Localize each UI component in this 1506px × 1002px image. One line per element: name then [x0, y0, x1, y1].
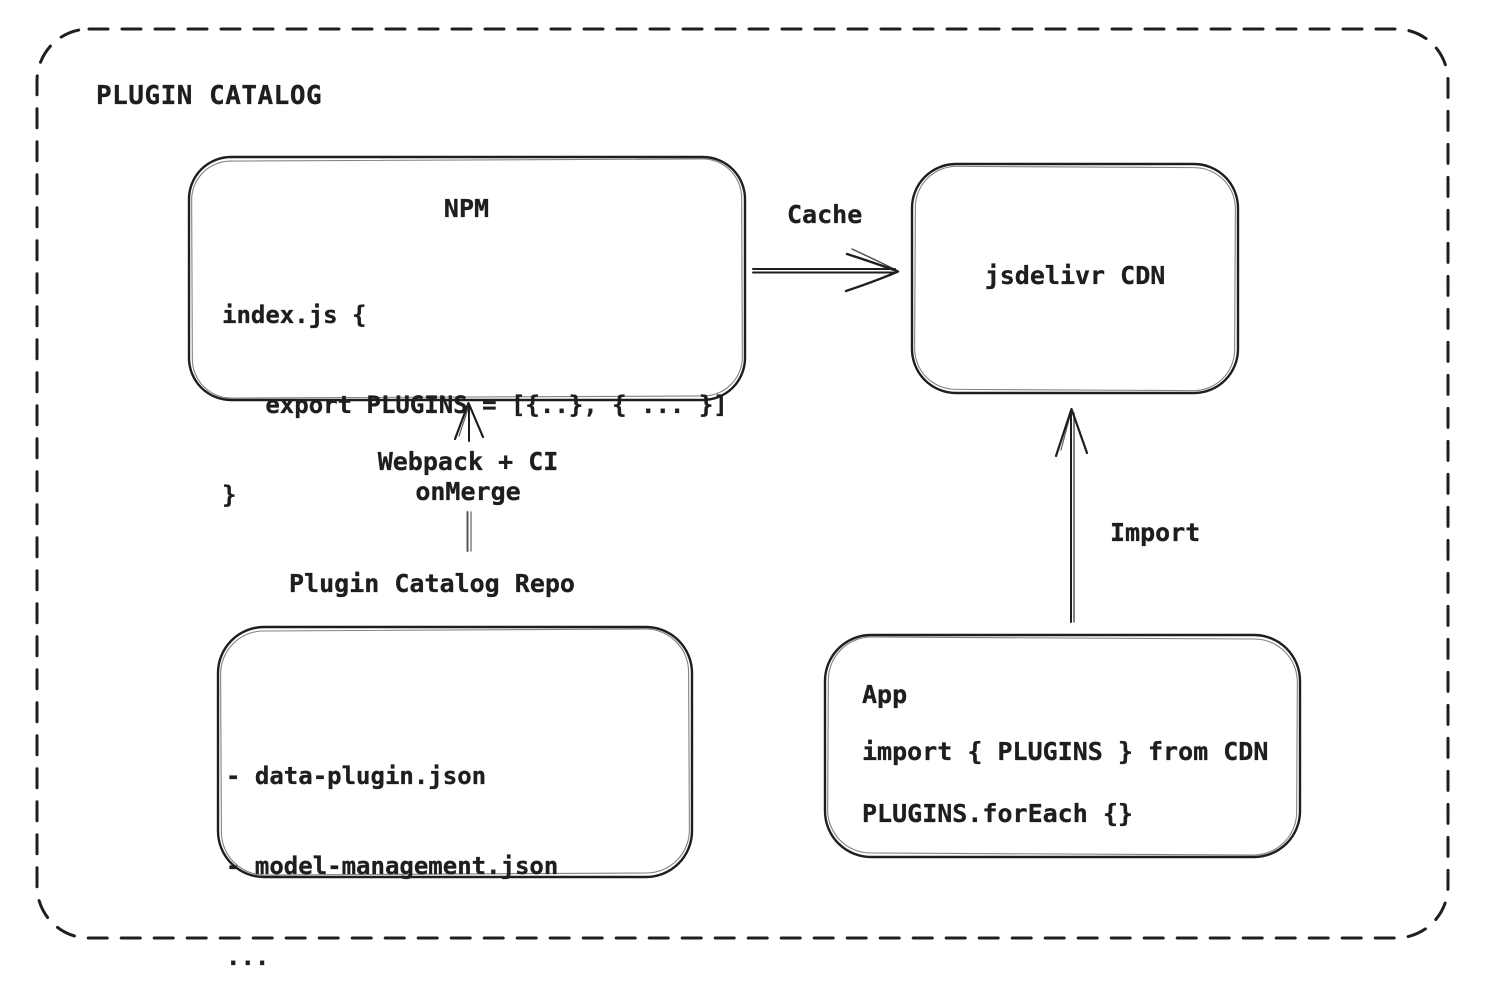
build-arrow — [453, 401, 485, 552]
build-arrow-head — [453, 401, 485, 441]
repo-file-item: - data-plugin.json — [226, 761, 487, 790]
import-arrow — [1054, 407, 1089, 623]
import-arrow-head — [1054, 407, 1089, 458]
diagram-title: PLUGIN CATALOG — [96, 81, 323, 111]
npm-node-title: NPM — [443, 194, 490, 223]
npm-code-line: index.js { — [222, 300, 367, 329]
app-code-line: import { PLUGINS } from CDN — [862, 737, 1269, 766]
npm-box-outline — [187, 155, 747, 402]
npm-code-block: index.js { export PLUGINS = [{..}, { ...… — [222, 243, 728, 571]
repo-box-outline — [216, 625, 694, 879]
app-node-title: App — [862, 680, 908, 709]
repo-file-list: - data-plugin.json - model-management.js… — [226, 704, 559, 1002]
build-edge-label-line2: onMerge — [415, 477, 521, 506]
app-code-line: PLUGINS.forEach {} — [862, 799, 1133, 828]
cdn-node-label: jsdelivr CDN — [984, 261, 1166, 290]
import-arrow-head-sketch — [1060, 411, 1072, 451]
plugin-catalog-boundary — [35, 27, 1450, 940]
cache-arrow — [752, 248, 900, 293]
cache-arrow-head-sketch — [851, 248, 898, 272]
build-edge-label-line1: Webpack + CI — [377, 447, 559, 476]
repo-file-item: - model-management.json — [226, 852, 559, 881]
build-arrow-head-sketch — [458, 405, 470, 437]
npm-code-line: export PLUGINS = [{..}, { ... }] — [222, 390, 728, 419]
import-edge-label: Import — [1110, 518, 1201, 547]
cache-arrow-head — [844, 252, 900, 293]
repo-file-item: ... — [226, 942, 270, 971]
cache-edge-label: Cache — [787, 200, 863, 229]
app-box-outline — [823, 633, 1302, 859]
npm-code-line: } — [222, 480, 237, 509]
repo-node-label: Plugin Catalog Repo — [289, 569, 575, 598]
cdn-box-outline — [910, 162, 1240, 395]
